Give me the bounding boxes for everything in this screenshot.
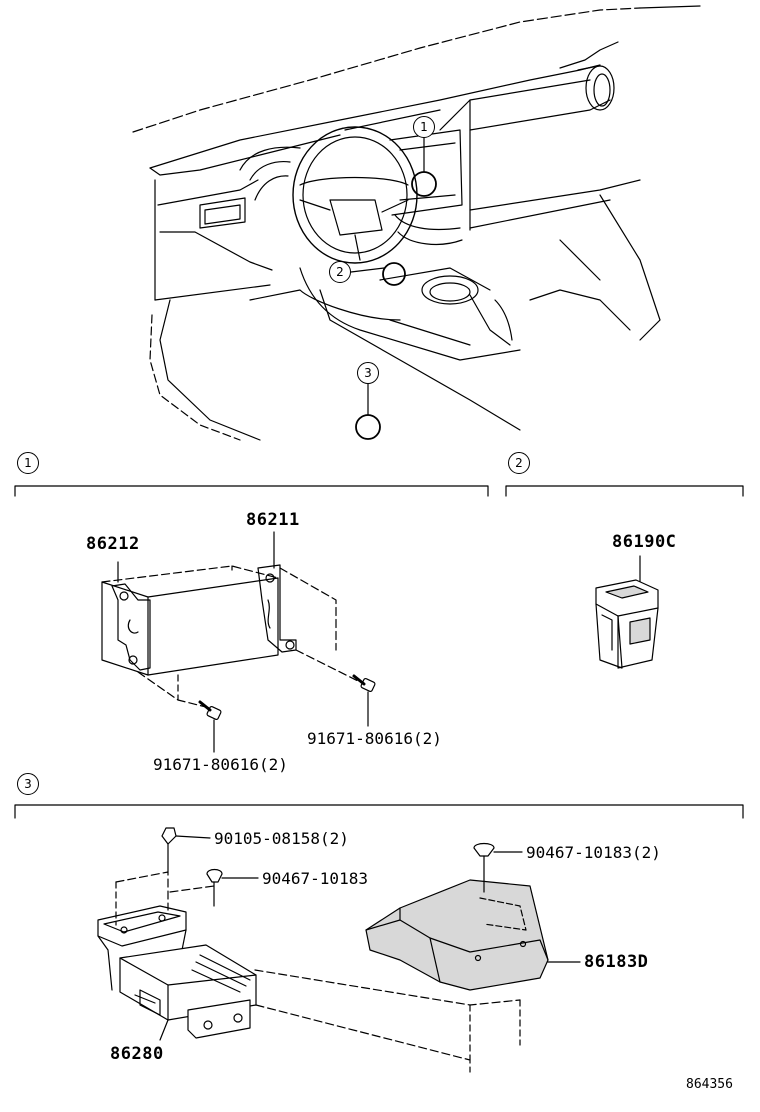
section-2-marker: 2 — [508, 452, 530, 474]
section-3-marker: 3 — [17, 773, 39, 795]
part-label-90467-pair: 90467-10183(2) — [526, 843, 661, 862]
part-label-86183d: 86183D — [584, 952, 649, 972]
part-label-86280: 86280 — [110, 1044, 164, 1064]
section3-artwork — [97, 827, 581, 1073]
callout-2-overview: 2 — [329, 261, 351, 283]
part-label-90105: 90105-08158(2) — [214, 829, 349, 848]
section2-artwork — [595, 555, 659, 669]
screw-left-art — [198, 700, 222, 753]
part-label-91671-right: 91671-80616(2) — [307, 729, 442, 748]
section-1-marker: 1 — [17, 452, 39, 474]
section1-artwork — [101, 531, 376, 753]
callout-1-overview: 1 — [413, 116, 435, 138]
callout-3-overview: 3 — [357, 362, 379, 384]
screw-right-art — [352, 674, 376, 727]
dashboard-illustration — [132, 5, 701, 441]
section-brackets — [14, 485, 744, 819]
part-label-86190c: 86190C — [612, 532, 677, 552]
part-label-90467-single: 90467-10183 — [262, 869, 368, 888]
figure-id: 864356 — [686, 1077, 733, 1092]
part-label-91671-left: 91671-80616(2) — [153, 755, 288, 774]
part-label-86212: 86212 — [86, 534, 140, 554]
part-label-86211: 86211 — [246, 510, 300, 530]
